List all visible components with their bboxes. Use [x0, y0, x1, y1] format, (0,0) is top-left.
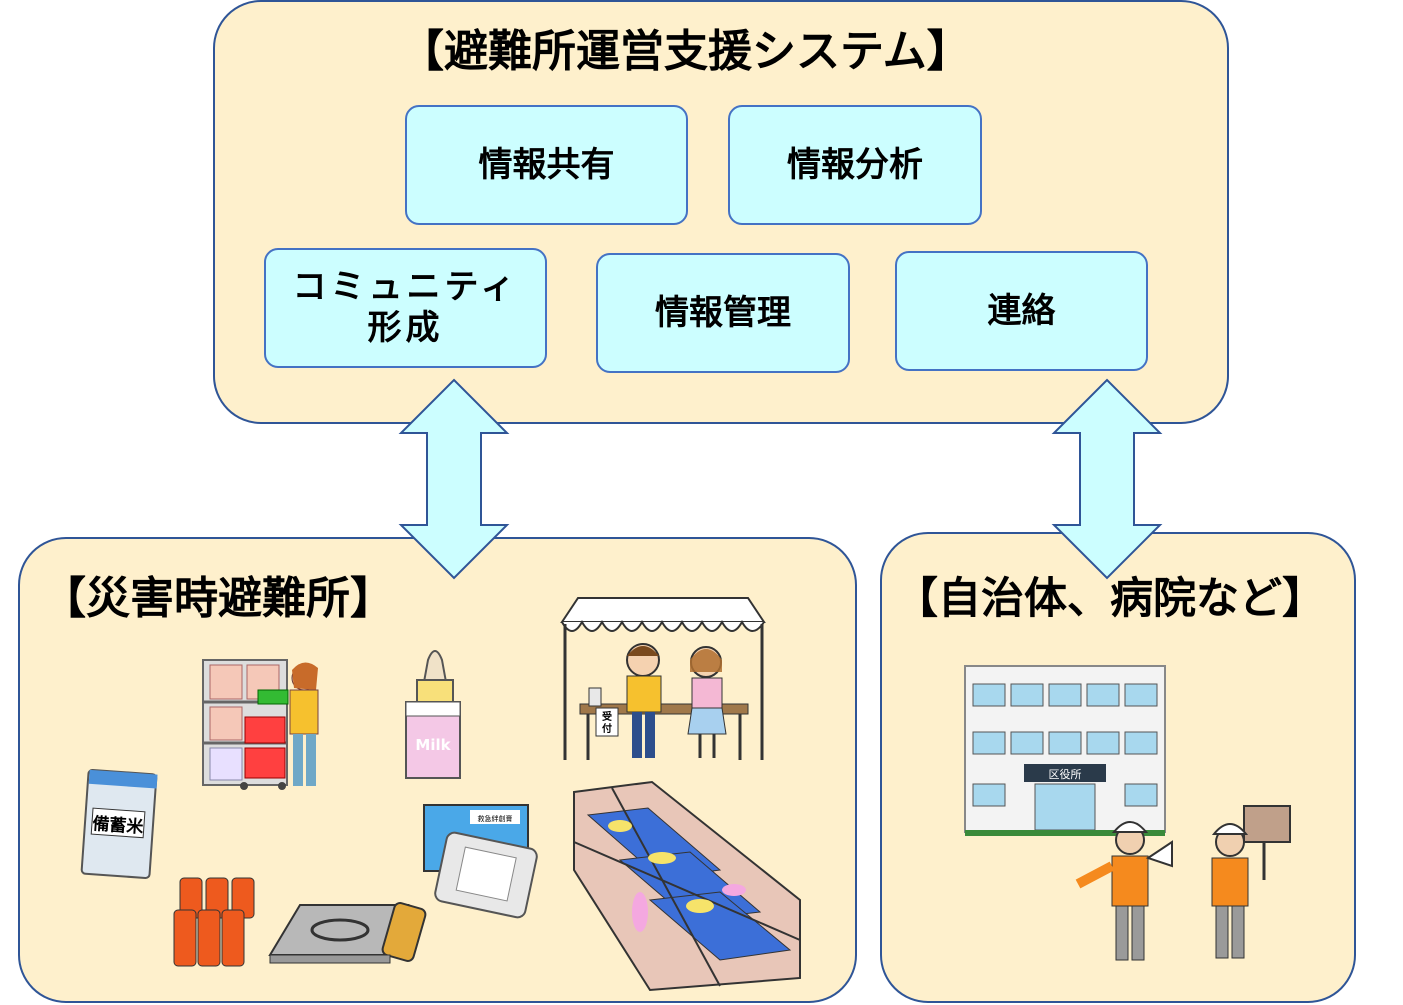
reception-tent-illustration: 受 付 [560, 597, 766, 760]
box-contact-label: 連絡 [987, 290, 1056, 331]
gas-canisters-illustration [173, 877, 255, 967]
system-title: 【避難所運営支援システム】 [400, 26, 971, 77]
box-community-label-2: 形成 [367, 308, 444, 348]
reception-label-2: 付 [602, 722, 612, 735]
staff-sign-illustration [1211, 805, 1291, 959]
first-aid-illustration: 救急絆創膏 [423, 804, 538, 919]
double-arrow-left [398, 378, 510, 580]
ward-office-sign: 区役所 [1049, 767, 1082, 781]
reception-label-1: 受 [602, 710, 612, 723]
partitions-illustration [573, 780, 801, 992]
milk-label: Milk [415, 736, 451, 754]
milk-bottle-illustration: Milk [405, 650, 461, 779]
box-community-label-1: コミュニティ [292, 267, 519, 308]
box-contact: 連絡 [895, 251, 1148, 371]
portable-stove-illustration [268, 902, 427, 964]
box-info-management-label: 情報管理 [655, 292, 791, 333]
double-arrow-right [1051, 378, 1163, 580]
first-aid-label: 救急絆創膏 [478, 814, 513, 823]
box-info-sharing: 情報共有 [405, 105, 688, 225]
shelter-title: 【災害時避難所】 [42, 573, 394, 624]
rice-bag-label: 備蓄米 [92, 813, 145, 838]
box-info-analysis: 情報分析 [728, 105, 982, 225]
rice-bag-illustration: 備蓄米 [80, 769, 158, 879]
ward-office-illustration: 区役所 [964, 665, 1166, 836]
box-info-sharing-label: 情報共有 [478, 144, 615, 185]
stock-shelf-illustration [202, 659, 319, 790]
box-info-analysis-label: 情報分析 [787, 144, 923, 185]
staff-megaphone-illustration [1075, 821, 1173, 961]
box-info-management: 情報管理 [596, 253, 850, 373]
municipality-title: 【自治体、病院など】 [895, 574, 1325, 624]
box-community: コミュニティ 形成 [264, 248, 547, 368]
